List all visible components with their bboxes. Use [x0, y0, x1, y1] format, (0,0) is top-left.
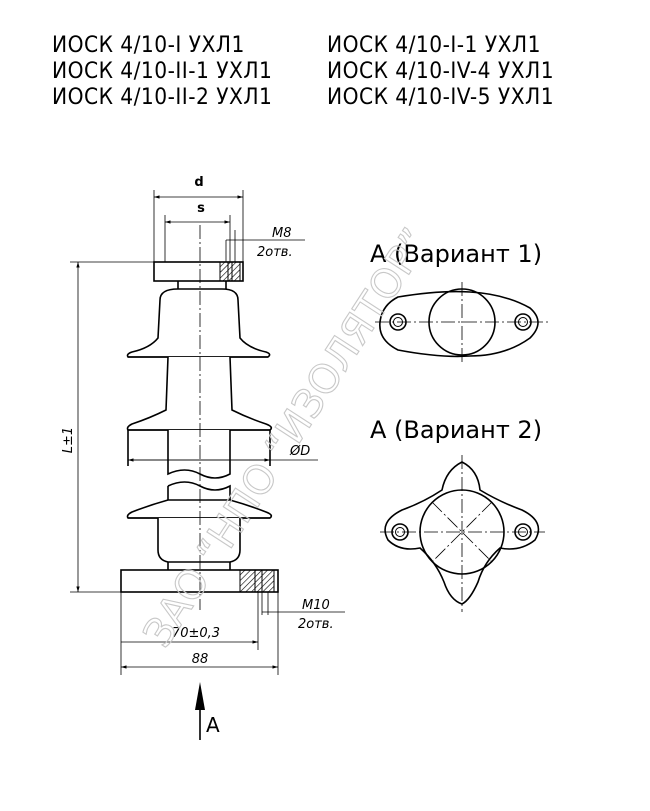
dim-bottom-holes-label: 2отв. [298, 617, 334, 632]
variant-2-title: А (Вариант 2) [370, 416, 542, 444]
model-label: ИОСК 4/10-II-1 УХЛ1 [52, 58, 273, 84]
model-label: ИОСК 4/10-II-2 УХЛ1 [52, 84, 273, 110]
model-label: ИОСК 4/10-I УХЛ1 [52, 32, 245, 58]
title-block: ИОСК 4/10-I УХЛ1 ИОСК 4/10-I-1 УХЛ1 ИОСК… [52, 32, 612, 110]
variant-2-view [380, 455, 545, 612]
dim-d-label: d [194, 175, 203, 190]
top-thread-section [219, 261, 241, 282]
variant-1-view [375, 282, 548, 362]
dim-base-width-label: 88 [192, 652, 209, 667]
model-label: ИОСК 4/10-IV-4 УХЛ1 [327, 58, 555, 84]
model-label: ИОСК 4/10-IV-5 УХЛ1 [327, 84, 555, 110]
dim-length-label: L±1 [61, 427, 76, 453]
dim-diameter-label: ØD [289, 444, 310, 459]
base-plate [120, 569, 279, 593]
dim-m10-label: M10 [302, 598, 330, 613]
view-arrow: А [195, 682, 220, 740]
dim-bolt-circle-label: 70±0,3 [172, 626, 220, 641]
dim-s-label: s [197, 201, 205, 216]
title-row-3: ИОСК 4/10-II-2 УХЛ1 ИОСК 4/10-IV-5 УХЛ1 [52, 84, 612, 110]
model-label: ИОСК 4/10-I-1 УХЛ1 [327, 32, 541, 58]
view-arrow-label: А [206, 713, 220, 737]
upper-shed [126, 288, 271, 358]
dim-m8-label: M8 [272, 226, 292, 241]
middle-shed [126, 356, 273, 431]
dim-top-holes-label: 2отв. [257, 245, 293, 260]
base-thread-section [239, 569, 275, 593]
variant-1-title: А (Вариант 1) [370, 240, 542, 268]
title-row-1: ИОСК 4/10-I УХЛ1 ИОСК 4/10-I-1 УХЛ1 [52, 32, 612, 58]
title-row-2: ИОСК 4/10-II-1 УХЛ1 ИОСК 4/10-IV-4 УХЛ1 [52, 58, 612, 84]
dimension-lines [70, 190, 345, 675]
